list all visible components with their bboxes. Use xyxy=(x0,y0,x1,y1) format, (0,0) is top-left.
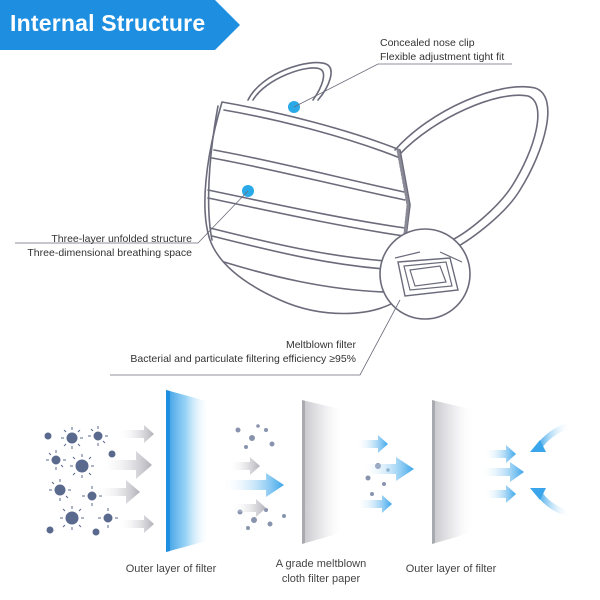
layer-caption-2: A grade meltblown cloth filter paper xyxy=(256,557,386,587)
title-banner xyxy=(0,0,240,50)
small-particles xyxy=(235,424,286,530)
callout-leaders xyxy=(15,63,512,376)
three-layer-line2: Three-dimensional breathing space xyxy=(27,247,192,259)
meltblown-line1: Meltblown filter xyxy=(285,339,356,351)
virus-icon xyxy=(82,486,102,506)
three-layer-line1: Three-layer unfolded structure xyxy=(51,233,192,245)
meltblown-callout: Meltblown filter Bacterial and particula… xyxy=(96,338,356,366)
virus-icon xyxy=(98,508,118,528)
virus-icon xyxy=(92,528,100,536)
mask-illustration xyxy=(204,61,549,315)
virus-icon xyxy=(44,432,52,440)
virus-icon xyxy=(49,479,71,501)
meltblown-layer-panel xyxy=(302,400,344,544)
filtered-air-arrows-1 xyxy=(222,457,284,517)
filtered-air-arrows-2 xyxy=(356,435,414,513)
incoming-air-arrows xyxy=(96,425,154,533)
virus-icon xyxy=(61,427,83,449)
magnifier-detail xyxy=(379,228,471,320)
virus-icon xyxy=(70,454,94,478)
layer-caption-1-line1: Outer layer of filter xyxy=(125,563,217,575)
layer-caption-2-line1: A grade meltblown xyxy=(275,558,367,570)
nose-clip-line2: Flexible adjustment tight fit xyxy=(380,51,505,63)
virus-icon xyxy=(108,450,116,458)
virus-cluster xyxy=(44,426,118,536)
outer-layer-panel-1 xyxy=(166,390,210,552)
virus-icon xyxy=(46,526,54,534)
layer-caption-3-line1: Outer layer of filter xyxy=(405,563,497,575)
clean-air-arrows xyxy=(480,422,573,517)
outer-layer-panel-3 xyxy=(432,400,474,544)
virus-icon xyxy=(60,506,84,530)
three-layer-callout: Three-layer unfolded structure Three-dim… xyxy=(10,232,192,260)
nose-clip-line1: Concealed nose clip xyxy=(380,37,475,49)
layer-caption-1: Outer layer of filter xyxy=(106,562,236,577)
virus-icon xyxy=(46,450,66,470)
virus-icon xyxy=(88,426,108,446)
layer-caption-2-line2: cloth filter paper xyxy=(281,573,361,585)
nose-clip-callout: Concealed nose clip Flexible adjustment … xyxy=(380,36,504,64)
meltblown-line2: Bacterial and particulate filtering effi… xyxy=(130,353,356,365)
layer-caption-3: Outer layer of filter xyxy=(386,562,516,577)
page-title: Internal Structure xyxy=(10,10,206,36)
